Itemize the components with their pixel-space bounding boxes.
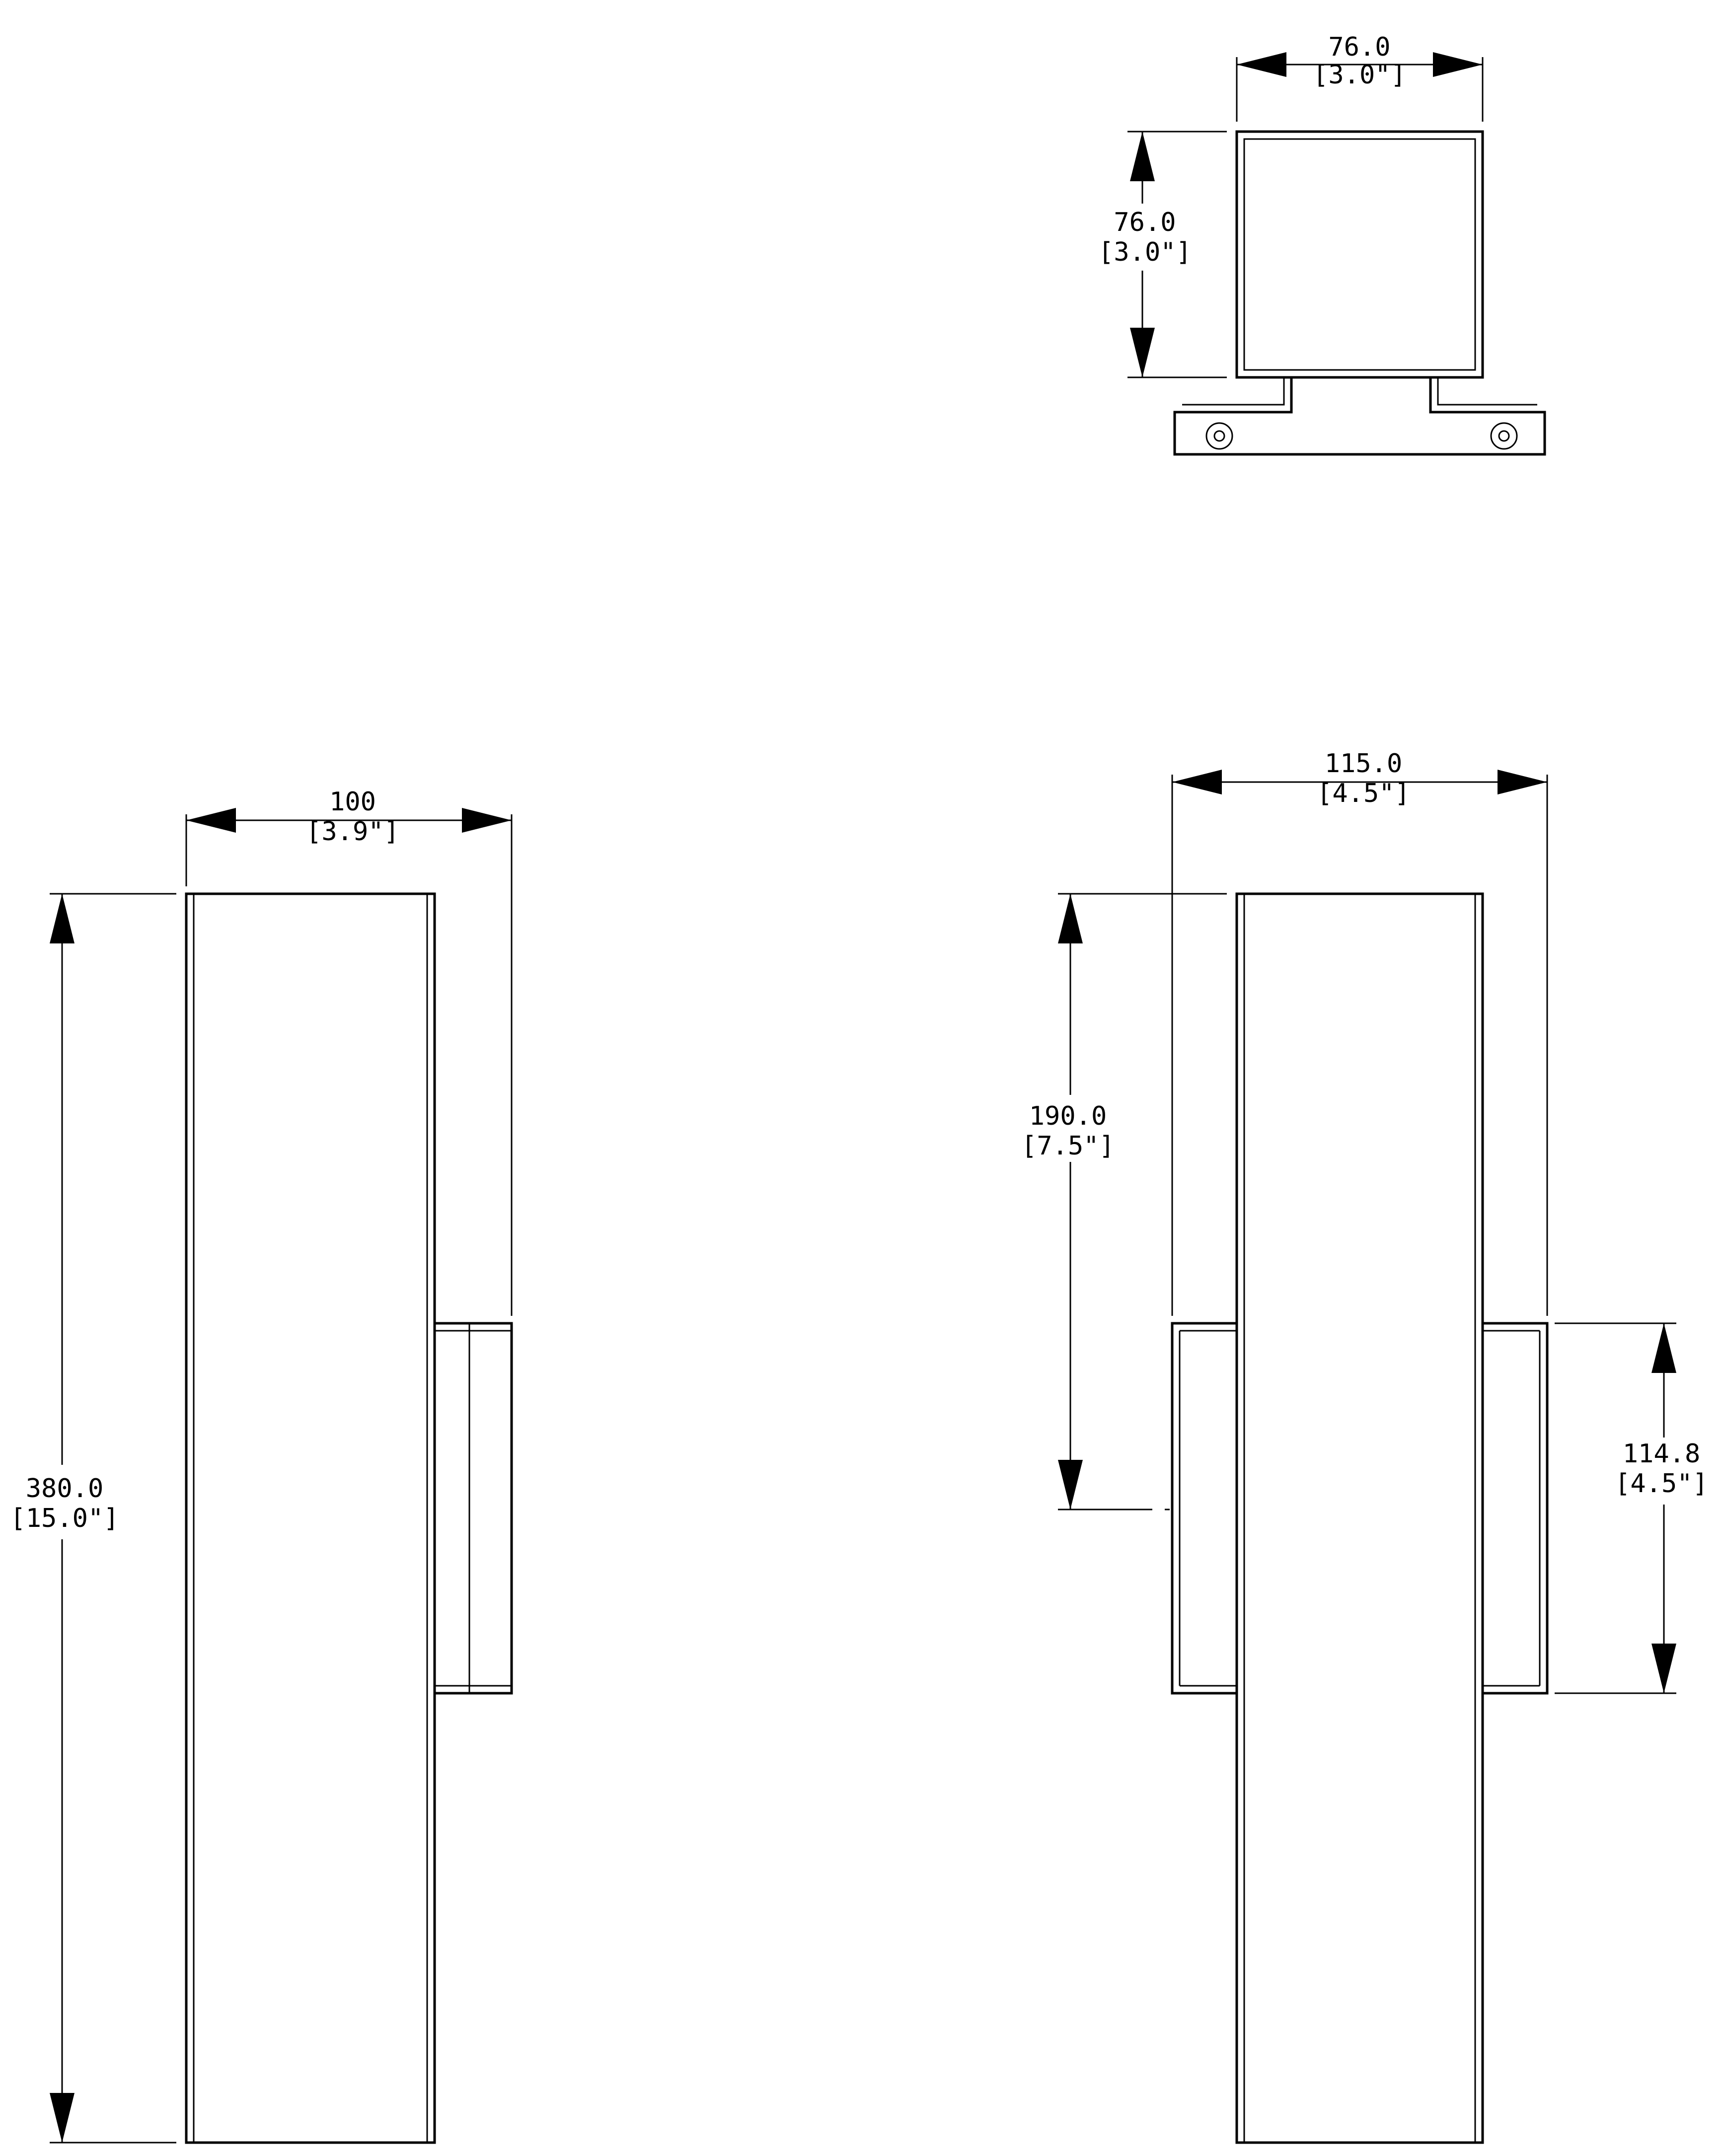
side-height-dimension: 380.0 [15.0"] [10, 893, 176, 2144]
front-bracket-label: 114.8 [1623, 1439, 1701, 1469]
side-width-label: 100 [329, 787, 376, 817]
front-bracket-label-in: [4.5"] [1615, 1469, 1708, 1499]
side-width-label-in: [3.9"] [306, 817, 399, 847]
top-width-dimension: 76.0 [3.0"] [1236, 32, 1484, 122]
top-view-bracket [1173, 377, 1546, 456]
screw-right-icon [1490, 422, 1518, 450]
side-height-label: 380.0 [26, 1474, 104, 1504]
front-width-label: 115.0 [1325, 749, 1403, 779]
front-mount-label: 190.0 [1029, 1101, 1107, 1131]
side-view: 100 [3.9"] 380.0 [15.0"] [10, 787, 513, 2144]
front-view-body [1235, 892, 1484, 2144]
top-depth-dimension: 76.0 [3.0"] [1098, 131, 1227, 378]
front-width-dimension: 115.0 [4.5"] [1171, 749, 1548, 1316]
front-view-bracket-left [1171, 1322, 1238, 1695]
front-view: 115.0 [4.5"] 190.0 [7.5"] 114.8 [4.5"] [1021, 749, 1708, 2144]
top-depth-label: 76.0 [1114, 208, 1176, 237]
screw-left-icon [1205, 422, 1233, 450]
front-mount-dimension: 190.0 [7.5"] [1021, 893, 1227, 1510]
top-depth-label-in: [3.0"] [1098, 237, 1192, 267]
side-view-body [185, 892, 436, 2144]
top-view: 76.0 [3.0"] 76.0 [3.0"] [1098, 32, 1546, 456]
side-width-dimension: 100 [3.9"] [185, 787, 513, 1316]
top-width-label: 76.0 [1328, 32, 1390, 62]
side-height-label-in: [15.0"] [10, 1504, 119, 1533]
front-view-bracket-right [1481, 1322, 1549, 1695]
front-width-label-in: [4.5"] [1317, 779, 1410, 808]
side-view-bracket [433, 1322, 513, 1695]
top-view-body [1235, 130, 1484, 379]
front-mount-label-in: [7.5"] [1021, 1131, 1115, 1161]
top-width-label-in: [3.0"] [1313, 60, 1406, 90]
front-bracket-dimension: 114.8 [4.5"] [1555, 1322, 1708, 1694]
